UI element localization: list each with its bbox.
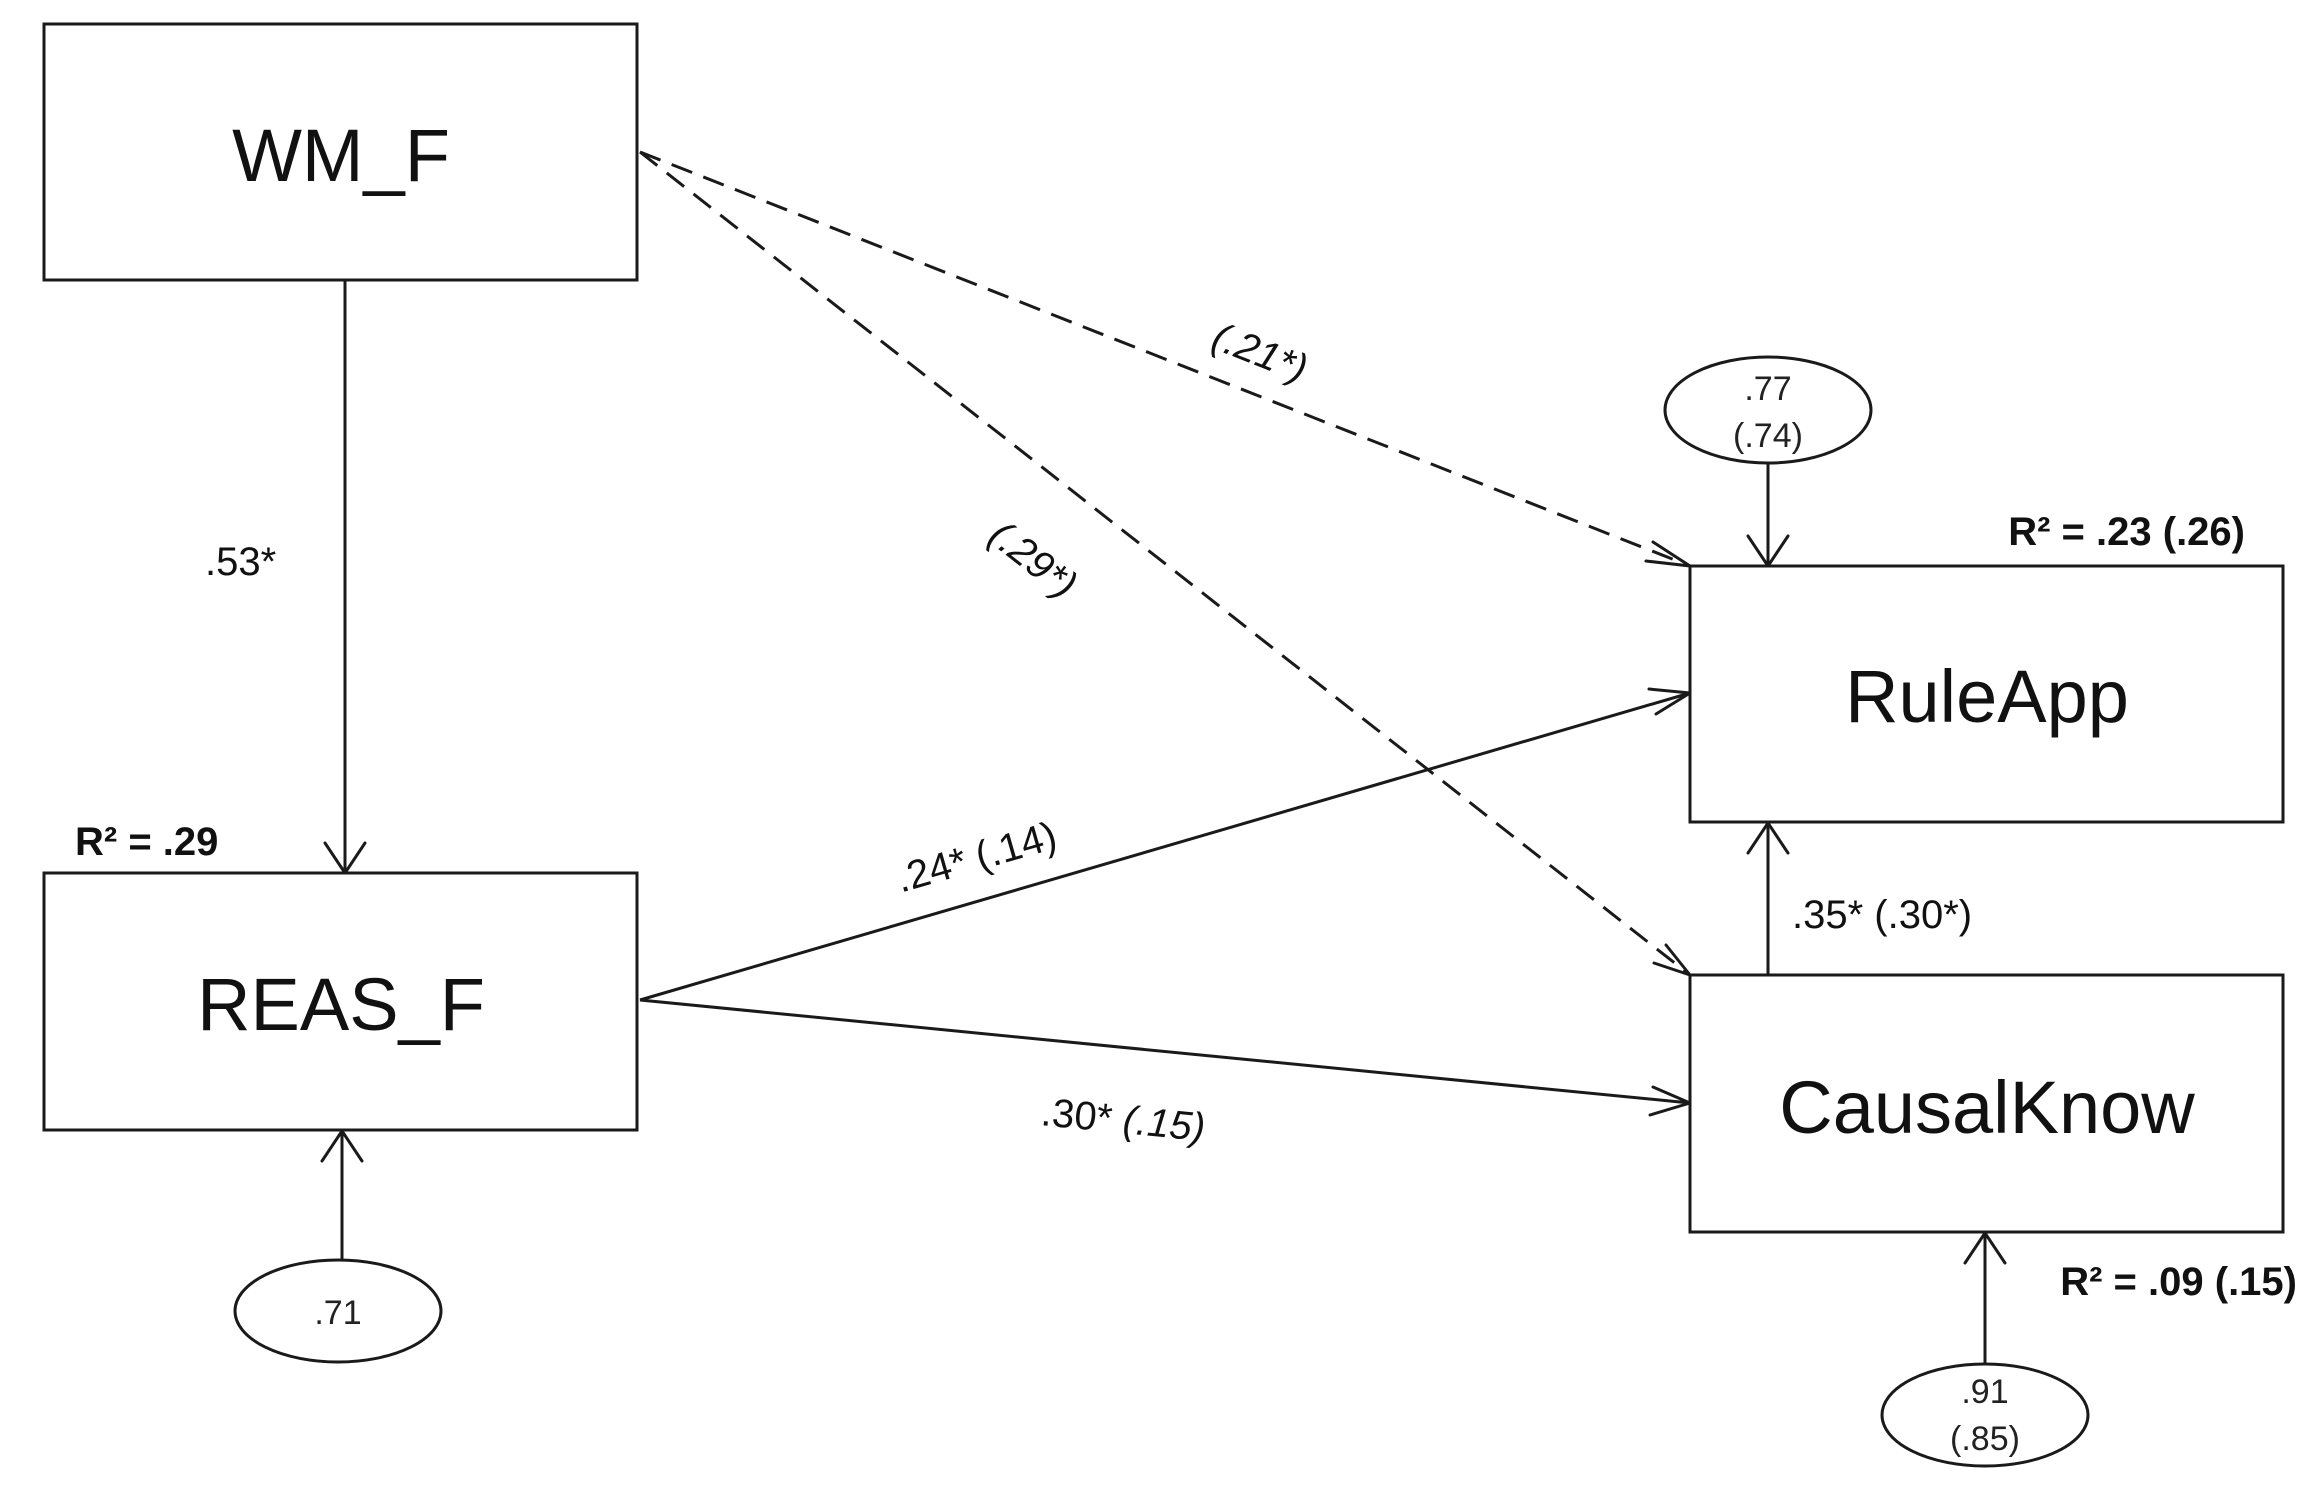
coef-reas-causal-main: .30*: [1039, 1090, 1114, 1141]
error-causal-value-alt: (.85): [1950, 1420, 2020, 1458]
node-causalknow-label: CausalKnow: [1779, 1066, 2195, 1149]
path-error-to-causal: [1963, 1231, 2007, 1365]
coef-reas-causal-paren: (.15): [1110, 1097, 1207, 1150]
error-causal: .91 (.85): [1880, 1362, 2090, 1468]
path-reas-to-ruleapp: [639, 687, 1692, 1002]
path-reas-to-causal: [639, 998, 1692, 1117]
node-ruleapp: RuleApp: [1688, 564, 2285, 824]
path-error-to-ruleapp: [1746, 463, 1790, 568]
path-wm-to-ruleapp: [639, 150, 1692, 568]
r2-causalknow: R² = .09 (.15): [2060, 1260, 2297, 1304]
coef-reas-ruleapp: .24* (.14): [891, 814, 1061, 902]
r2-reas: R² = .29: [75, 820, 218, 864]
node-reas-f: REAS_F: [42, 871, 639, 1132]
node-wm-f-label: WM_F: [232, 114, 450, 197]
node-causalknow: CausalKnow: [1688, 973, 2285, 1234]
error-causal-value: .91: [1961, 1373, 2008, 1411]
coef-wm-ruleapp: (.21*): [1206, 315, 1313, 392]
path-wm-to-causal: [639, 150, 1692, 977]
error-ruleapp: .77 (.74): [1663, 355, 1873, 465]
r2-ruleapp: R² = .23 (.26): [2008, 510, 2245, 554]
node-wm-f: WM_F: [42, 22, 639, 282]
node-ruleapp-label: RuleApp: [1845, 655, 2129, 738]
coef-wm-reas: .53*: [205, 540, 276, 584]
path-causal-to-ruleapp: [1746, 821, 1790, 975]
coef-wm-causal: (.29*): [981, 512, 1085, 607]
error-reas-value: .71: [314, 1294, 361, 1332]
error-ruleapp-value: .77: [1744, 370, 1791, 408]
coef-reas-causal: .30* (.15): [1039, 1090, 1207, 1150]
path-error-to-reas: [320, 1129, 364, 1260]
coef-causal-ruleapp: .35* (.30*): [1792, 893, 1972, 937]
error-ruleapp-value-alt: (.74): [1733, 417, 1803, 455]
node-reas-f-label: REAS_F: [197, 963, 485, 1046]
error-reas: .71: [233, 1258, 443, 1364]
path-wm-to-reas: [323, 280, 367, 875]
